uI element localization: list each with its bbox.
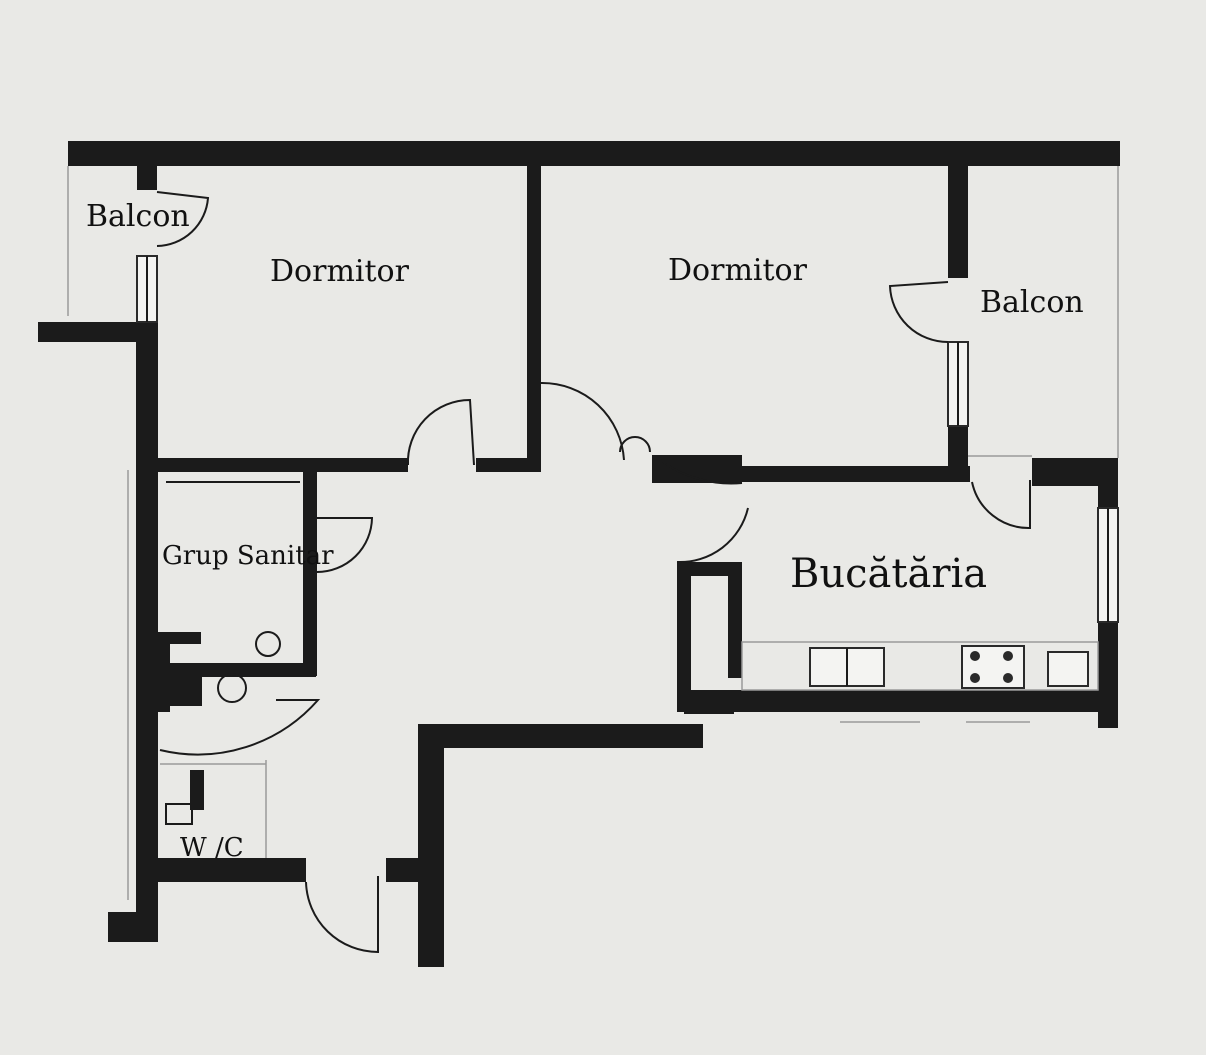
room-label-bedroom-right: Dormitor bbox=[668, 253, 808, 288]
room-label-kitchen: Bucătăria bbox=[790, 551, 987, 597]
room-label-bathroom: Grup Sanitar bbox=[162, 541, 334, 571]
washbasin-icon bbox=[255, 631, 281, 657]
room-labels: Balcon Dormitor Dormitor Balcon Grup San… bbox=[86, 199, 1084, 863]
windows bbox=[67, 166, 1119, 900]
fixtures bbox=[160, 481, 1099, 858]
room-label-bedroom-left: Dormitor bbox=[270, 254, 410, 289]
room-label-balcony-left: Balcon bbox=[86, 199, 190, 234]
doors bbox=[156, 191, 1031, 954]
stove-icon bbox=[961, 645, 1025, 689]
walls bbox=[38, 141, 1120, 967]
room-label-toilet: W /C bbox=[180, 833, 244, 863]
room-label-balcony-right: Balcon bbox=[980, 285, 1084, 320]
